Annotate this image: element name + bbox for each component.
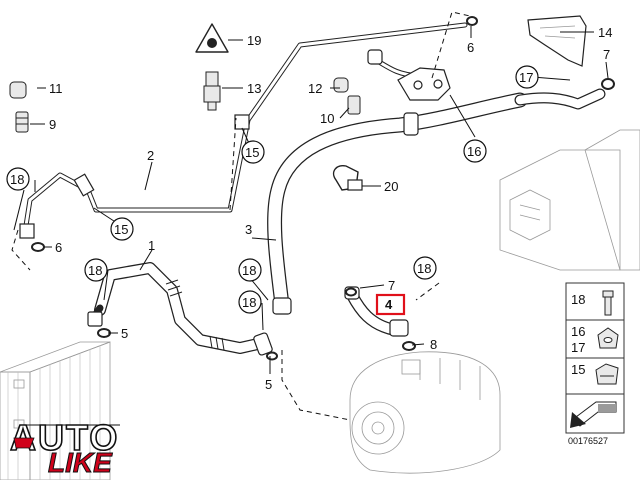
legend-18: 18 [571, 292, 585, 307]
bracket-14 [527, 15, 587, 67]
nut-icon [597, 327, 619, 349]
expansion-fittings [367, 49, 451, 101]
callout-8: 8 [430, 337, 437, 352]
valve-core-10 [347, 95, 361, 115]
hose-3 [267, 88, 606, 315]
callout-15b: 15 [114, 222, 128, 237]
svg-text:AUTO: AUTO [10, 417, 119, 458]
valve-cap-12 [333, 77, 349, 93]
callout-18a: 18 [10, 172, 24, 187]
callout-18e: 18 [417, 261, 431, 276]
leader-lines [13, 26, 609, 374]
callout-5a: 5 [121, 326, 128, 341]
legend-17: 17 [571, 340, 585, 355]
bolt-icon [602, 290, 614, 316]
clip-nut-icon [595, 363, 619, 385]
valve-cap-11 [9, 81, 27, 99]
callout-13: 13 [247, 81, 261, 96]
compressor [349, 351, 501, 474]
callout-3: 3 [245, 222, 252, 237]
callout-17: 17 [519, 70, 533, 85]
legend-16: 16 [571, 324, 585, 339]
hose-1 [87, 262, 273, 356]
callout-18b: 18 [88, 263, 102, 278]
callout-5b: 5 [265, 377, 272, 392]
callout-12: 12 [308, 81, 322, 96]
callout-20: 20 [384, 179, 398, 194]
drawing-number: 00176527 [568, 436, 608, 446]
legend-panel: 18 16 17 15 00176527 [565, 282, 625, 446]
callout-7b: 7 [603, 47, 610, 62]
dashed-lines [11, 11, 471, 421]
callout-10: 10 [320, 111, 334, 126]
condenser [0, 341, 111, 480]
callout-6b: 6 [467, 40, 474, 55]
callout-circles [6, 65, 539, 314]
warning-label-19 [195, 23, 229, 53]
callout-18d: 18 [242, 295, 256, 310]
callout-7a: 7 [388, 278, 395, 293]
svg-text:LIKE: LIKE [48, 447, 113, 478]
valve-core-9 [15, 111, 29, 133]
autolike-logo: AUTO LIKE [9, 416, 120, 479]
arrow-icon [570, 401, 617, 428]
callout-4: 4 [385, 297, 393, 312]
highlight-box-4 [375, 293, 406, 316]
callout-1: 1 [148, 238, 155, 253]
clip-20 [332, 165, 363, 191]
callout-9: 9 [49, 117, 56, 132]
pipe-4 [344, 286, 409, 337]
legend-15: 15 [571, 362, 585, 377]
callout-16: 16 [467, 144, 481, 159]
radiator-bracket [499, 129, 640, 271]
callout-19: 19 [247, 33, 261, 48]
pipe-2 [19, 22, 468, 239]
callout-6a: 6 [55, 240, 62, 255]
pressure-switch-13 [203, 71, 221, 111]
callout-11: 11 [49, 81, 63, 96]
callout-14: 14 [598, 25, 612, 40]
callout-15a: 15 [245, 145, 259, 160]
callout-labels: 11 9 19 13 12 10 20 2 1 3 4 5 5 6 6 7 7 … [10, 25, 612, 392]
callout-2: 2 [147, 148, 154, 163]
callout-18c: 18 [242, 263, 256, 278]
